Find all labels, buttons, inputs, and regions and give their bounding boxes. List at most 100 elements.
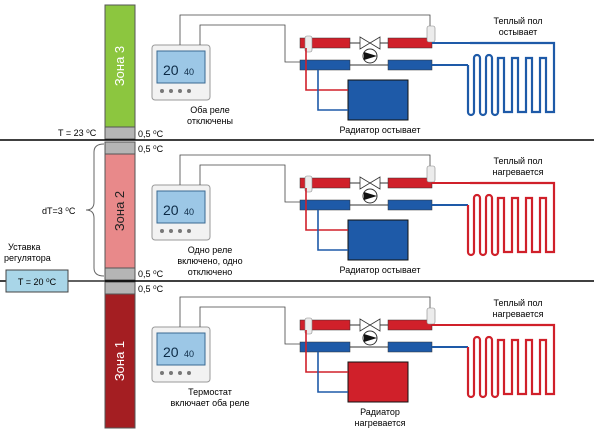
thermostat-screen bbox=[156, 50, 206, 84]
hysteresis-label-top-1: 0,5 ⁰C bbox=[138, 129, 164, 139]
thermostat-reading: 20 bbox=[163, 202, 179, 218]
floor-loop bbox=[466, 53, 500, 117]
thermostat-button-icon bbox=[187, 371, 191, 375]
return-manifold-right bbox=[387, 59, 433, 71]
thermostat-caption: Одно реле bbox=[188, 245, 233, 255]
supply-manifold-right bbox=[387, 37, 433, 49]
pump-icon bbox=[364, 52, 377, 60]
radiator-return-pipe bbox=[317, 352, 348, 393]
thermostat-button-icon bbox=[160, 371, 164, 375]
radiator bbox=[347, 79, 409, 121]
control-wire-radiator bbox=[199, 164, 300, 203]
dt-label: dT=3 ⁰C bbox=[42, 206, 76, 216]
radiator-return-pipe bbox=[317, 70, 348, 111]
thermostat-button-icon bbox=[187, 89, 191, 93]
thermostat-button-icon bbox=[178, 229, 182, 233]
servo-actuator-icon bbox=[426, 307, 436, 325]
zone-1-bar bbox=[104, 293, 136, 429]
hysteresis-label-bottom-2: 0,5 ⁰C bbox=[138, 284, 164, 294]
control-wire-floor bbox=[179, 14, 431, 45]
return-manifold-right bbox=[387, 341, 433, 353]
setpoint-value: T = 20 ⁰C bbox=[18, 277, 57, 287]
radiator bbox=[347, 361, 409, 403]
zone-3-label: Зона 3 bbox=[112, 46, 127, 86]
radiator-supply-pipe bbox=[305, 188, 348, 231]
control-wire-radiator bbox=[199, 306, 300, 345]
thermostat-caption: включает оба реле bbox=[170, 398, 249, 408]
thermostat-caption: отключены bbox=[187, 116, 233, 126]
thermostat-reading: 20 bbox=[163, 344, 179, 360]
floor-loop-outer bbox=[470, 323, 556, 396]
thermostat-reading-secondary: 40 bbox=[184, 207, 194, 217]
mixing-valve-icon bbox=[359, 176, 381, 190]
return-manifold-left bbox=[299, 59, 351, 71]
zone-1-label: Зона 1 bbox=[112, 341, 127, 381]
thermostat-button-icon bbox=[169, 229, 173, 233]
thermostat-button-icon bbox=[160, 229, 164, 233]
thermostat-button-icon bbox=[178, 89, 182, 93]
mixing-valve-icon bbox=[359, 36, 381, 50]
upper-threshold-label: T = 23 ⁰C bbox=[58, 128, 97, 138]
hysteresis-band-bottom-1 bbox=[104, 267, 136, 281]
return-manifold-left bbox=[299, 199, 351, 211]
floor-loop bbox=[466, 193, 500, 257]
hysteresis-band-bottom-2 bbox=[104, 281, 136, 295]
hysteresis-band-top-2 bbox=[104, 141, 136, 155]
thermostat-button-icon bbox=[169, 371, 173, 375]
thermostat-caption: Оба реле bbox=[190, 105, 229, 115]
servo-actuator-icon bbox=[426, 165, 436, 183]
radiator bbox=[347, 219, 409, 261]
radiator-caption: Радиатор bbox=[360, 407, 400, 417]
zone-2-bar bbox=[104, 153, 136, 269]
thermostat-caption: Термостат bbox=[188, 387, 232, 397]
floor-loop-outer bbox=[470, 181, 556, 254]
pump-icon bbox=[364, 192, 377, 200]
control-wire-radiator bbox=[199, 24, 300, 63]
control-wire-floor bbox=[179, 154, 431, 185]
radiator-caption: Радиатор остывает bbox=[340, 265, 421, 275]
hysteresis-label-bottom-1: 0,5 ⁰C bbox=[138, 269, 164, 279]
servo-actuator-icon bbox=[426, 25, 436, 43]
supply-manifold-right bbox=[387, 319, 433, 331]
supply-manifold-right bbox=[387, 177, 433, 189]
floor-caption: нагревается bbox=[492, 309, 543, 319]
radiator-return-pipe bbox=[317, 210, 348, 251]
thermostat-reading-secondary: 40 bbox=[184, 349, 194, 359]
thermostat-screen bbox=[156, 332, 206, 366]
floor-caption: Теплый пол bbox=[493, 16, 542, 26]
hysteresis-label-top-2: 0,5 ⁰C bbox=[138, 144, 164, 154]
setpoint-title-1: Уставка bbox=[8, 242, 41, 252]
zone-3-bar bbox=[104, 4, 136, 128]
radiator-supply-pipe bbox=[305, 48, 348, 91]
return-manifold-left bbox=[299, 341, 351, 353]
floor-caption: нагревается bbox=[492, 167, 543, 177]
floor-loop-outer bbox=[470, 41, 556, 114]
return-manifold-right bbox=[387, 199, 433, 211]
control-wire-floor bbox=[179, 296, 431, 327]
thermostat-button-icon bbox=[178, 371, 182, 375]
thermostat-button-icon bbox=[160, 89, 164, 93]
dt-brace bbox=[85, 143, 105, 277]
hysteresis-band-top-1 bbox=[104, 126, 136, 140]
floor-loop bbox=[466, 335, 500, 399]
thermostat-reading-secondary: 40 bbox=[184, 67, 194, 77]
thermostat-button-icon bbox=[169, 89, 173, 93]
radiator-caption: Радиатор остывает bbox=[340, 125, 421, 135]
floor-caption: Теплый пол bbox=[493, 298, 542, 308]
temperature-column: Зона 3 Зона 2 Зона 1 bbox=[104, 4, 136, 429]
thermostat-screen bbox=[156, 190, 206, 224]
floor-caption: Теплый пол bbox=[493, 156, 542, 166]
thermostat-button-icon bbox=[187, 229, 191, 233]
radiator-supply-pipe bbox=[305, 330, 348, 373]
mixing-valve-icon bbox=[359, 318, 381, 332]
thermostat-caption: отключено bbox=[188, 267, 232, 277]
thermostat-reading: 20 bbox=[163, 62, 179, 78]
pump-icon bbox=[364, 334, 377, 342]
radiator-caption: нагревается bbox=[354, 418, 405, 428]
